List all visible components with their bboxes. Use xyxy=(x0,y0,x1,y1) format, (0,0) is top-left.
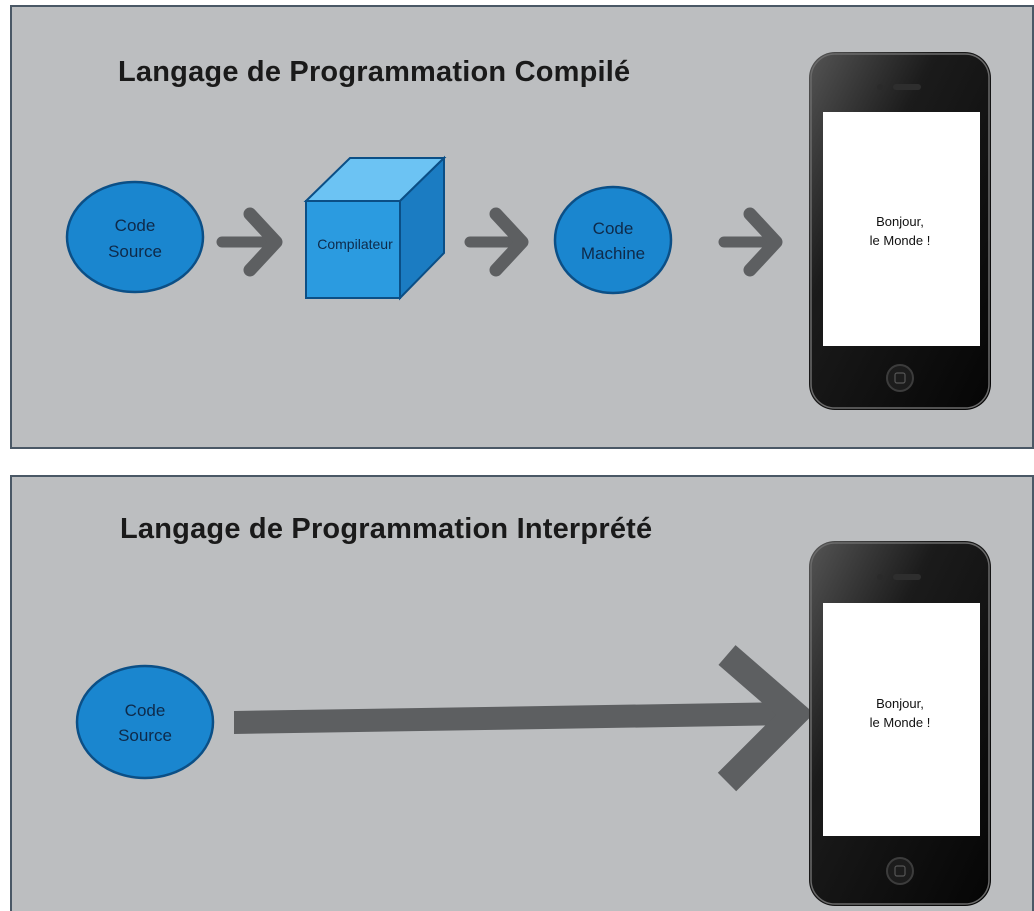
code-machine-node: Code Machine xyxy=(553,185,673,295)
code-source-node: Code Source xyxy=(65,180,205,294)
code-machine-line-1: Code xyxy=(593,219,634,238)
code-source-line-1: Code xyxy=(125,701,166,720)
smartphone-icon: Bonjour, le Monde ! xyxy=(809,541,991,906)
phone-screen xyxy=(823,112,980,346)
phone-greeting-line-1: Bonjour, xyxy=(876,696,924,711)
arrow-right-icon xyxy=(718,207,783,277)
phone-greeting-line-2: le Monde ! xyxy=(870,715,931,730)
interpreted-language-title: Langage de Programmation Interprété xyxy=(120,513,653,545)
code-machine-line-2: Machine xyxy=(581,244,645,263)
code-source-line-2: Source xyxy=(118,726,172,745)
phone-home-button xyxy=(886,364,914,392)
code-source-line-1: Code xyxy=(115,216,156,235)
phone-greeting-line-2: le Monde ! xyxy=(870,233,931,248)
compiled-language-title: Langage de Programmation Compilé xyxy=(118,56,631,88)
code-source-line-2: Source xyxy=(108,242,162,261)
arrow-right-icon xyxy=(216,207,283,277)
code-source-node: Code Source xyxy=(75,664,215,780)
compiler-label: Compilateur xyxy=(317,236,393,252)
phone-home-button xyxy=(886,857,914,885)
long-arrow-right-icon xyxy=(234,645,815,792)
arrow-right-icon xyxy=(464,207,529,277)
compiler-cube-icon: Compilateur xyxy=(303,155,447,301)
phone-screen xyxy=(823,603,980,836)
phone-greeting-line-1: Bonjour, xyxy=(876,214,924,229)
smartphone-icon: Bonjour, le Monde ! xyxy=(809,52,991,410)
